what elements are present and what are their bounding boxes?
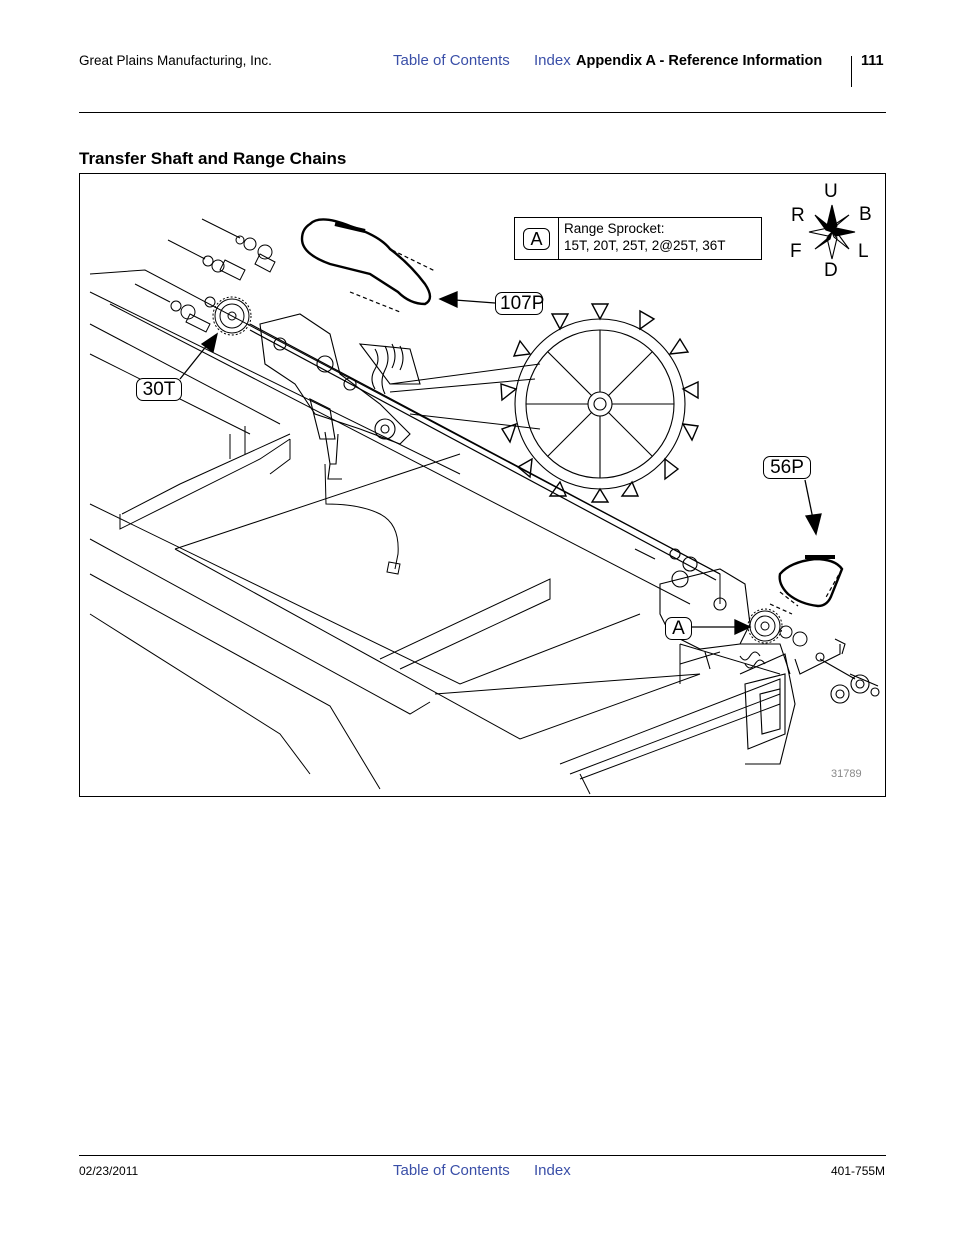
legend-description: Range Sprocket: 15T, 20T, 25T, 2@25T, 36… bbox=[559, 218, 731, 259]
compass-up-label: U bbox=[824, 181, 838, 202]
sprocket-30t bbox=[212, 296, 252, 336]
footer-index-link[interactable]: Index bbox=[534, 1162, 571, 1179]
header-vertical-divider bbox=[851, 56, 852, 87]
upper-linkage bbox=[389, 363, 541, 430]
compass-l-label: L bbox=[858, 241, 869, 262]
compass-down-label: D bbox=[824, 260, 838, 281]
header-index-link[interactable]: Index bbox=[534, 52, 571, 69]
range-sprocket-wheel bbox=[500, 303, 700, 503]
right-bracket bbox=[739, 638, 880, 765]
sensor-cable bbox=[324, 463, 401, 575]
callout-107p: 107P bbox=[495, 292, 544, 315]
legend-box: A Range Sprocket: 15T, 20T, 25T, 2@25T, … bbox=[514, 217, 762, 260]
right-gearbox bbox=[634, 548, 791, 675]
header-rule bbox=[79, 112, 886, 113]
transfer-shaft-illustration bbox=[89, 204, 880, 795]
footer-doc-number: 401-755M bbox=[831, 1164, 886, 1178]
footer-rule bbox=[79, 1155, 886, 1156]
page-number: 111 bbox=[861, 53, 884, 69]
legend-key-label: A bbox=[523, 227, 550, 250]
compass-icon bbox=[808, 204, 856, 260]
gearbox-plate bbox=[259, 313, 421, 480]
callout-arrows bbox=[179, 291, 822, 636]
figure-number: 31789 bbox=[831, 768, 862, 780]
company-name: Great Plains Manufacturing, Inc. bbox=[79, 53, 272, 68]
left-hardware bbox=[134, 218, 276, 333]
sprocket-a bbox=[747, 608, 808, 647]
callout-a: A bbox=[665, 617, 692, 640]
callout-30t: 30T bbox=[136, 378, 182, 401]
compass-f-label: F bbox=[790, 241, 802, 262]
figure-frame: A Range Sprocket: 15T, 20T, 25T, 2@25T, … bbox=[79, 173, 886, 797]
compass-r-label: R bbox=[791, 205, 805, 226]
callout-56p: 56P bbox=[763, 456, 811, 479]
page-title: Transfer Shaft and Range Chains bbox=[79, 149, 347, 168]
chain-56p bbox=[778, 555, 844, 608]
chain-dash-indicators bbox=[349, 249, 843, 615]
chain-107p bbox=[300, 218, 432, 306]
frame-rails bbox=[89, 269, 781, 795]
section-heading: Appendix A - Reference Information bbox=[576, 53, 823, 69]
header-toc-link[interactable]: Table of Contents bbox=[393, 52, 510, 69]
footer-date: 02/23/2011 bbox=[79, 1164, 139, 1178]
legend-line-1: Range Sprocket: bbox=[564, 221, 665, 236]
footer-toc-link[interactable]: Table of Contents bbox=[393, 1162, 510, 1179]
legend-key-cell: A bbox=[515, 218, 559, 259]
compass-b-label: B bbox=[859, 204, 872, 225]
legend-line-2: 15T, 20T, 25T, 2@25T, 36T bbox=[564, 238, 726, 253]
